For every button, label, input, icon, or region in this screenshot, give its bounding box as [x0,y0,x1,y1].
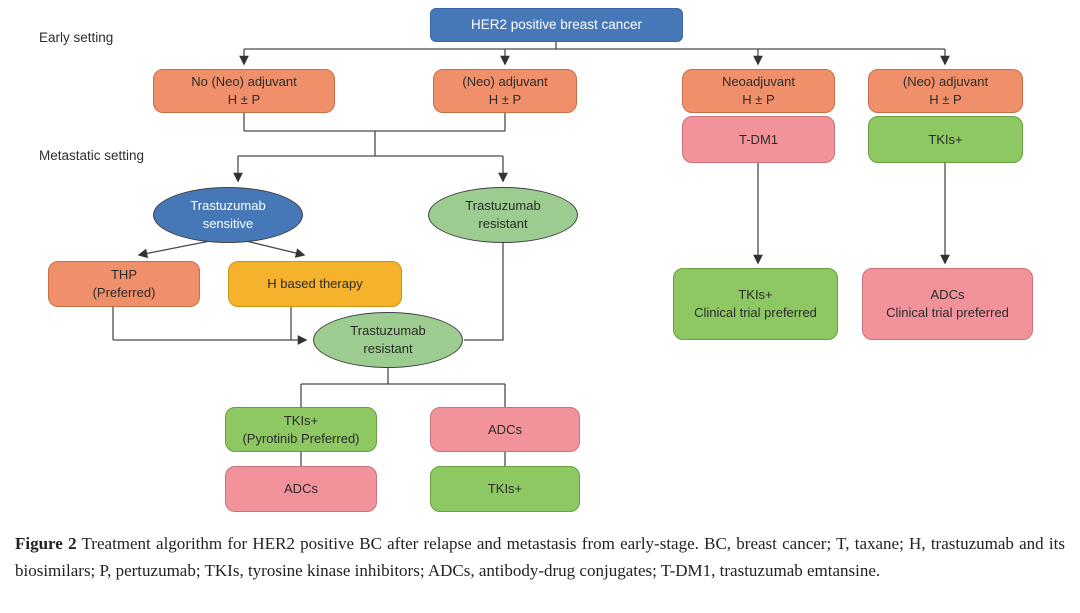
node-trastuzumab-resistant-center: Trastuzumab resistant [313,312,463,368]
node-tkis-clinical-trial-preferred: TKIs+ Clinical trial preferred [673,268,838,340]
node-adcs-under-tkis: ADCs [225,466,377,512]
node-neo-adjuvant-mid: (Neo) adjuvant H ± P [433,69,577,113]
node-her2-positive-breast-cancer: HER2 positive breast cancer [430,8,683,42]
figure-caption-label: Figure 2 [15,534,77,553]
node-tkis-under-adcs: TKIs+ [430,466,580,512]
node-adcs-mid: ADCs [430,407,580,452]
node-tkis-top: TKIs+ [868,116,1023,163]
node-trastuzumab-resistant-right: Trastuzumab resistant [428,187,578,243]
node-neo-adjuvant-right: (Neo) adjuvant H ± P [868,69,1023,113]
metastatic-setting-label: Metastatic setting [39,148,145,163]
node-thp-preferred: THP (Preferred) [48,261,200,307]
early-setting-label: Early setting [39,30,114,45]
node-t-dm1: T-DM1 [682,116,835,163]
node-neoadjuvant: Neoadjuvant H ± P [682,69,835,113]
node-trastuzumab-sensitive: Trastuzumab sensitive [153,187,303,243]
treatment-algorithm-diagram: Early setting Metastatic setting HER2 po… [39,8,1033,512]
figure-caption: Figure 2 Treatment algorithm for HER2 po… [15,530,1065,584]
node-h-based-therapy: H based therapy [228,261,402,307]
connector-lines [112,42,950,466]
node-adcs-clinical-trial-preferred: ADCs Clinical trial preferred [862,268,1033,340]
figure-caption-text: Treatment algorithm for HER2 positive BC… [15,534,1065,580]
node-tkis-pyrotinib-preferred: TKIs+ (Pyrotinib Preferred) [225,407,377,452]
node-no-neo-adjuvant: No (Neo) adjuvant H ± P [153,69,335,113]
